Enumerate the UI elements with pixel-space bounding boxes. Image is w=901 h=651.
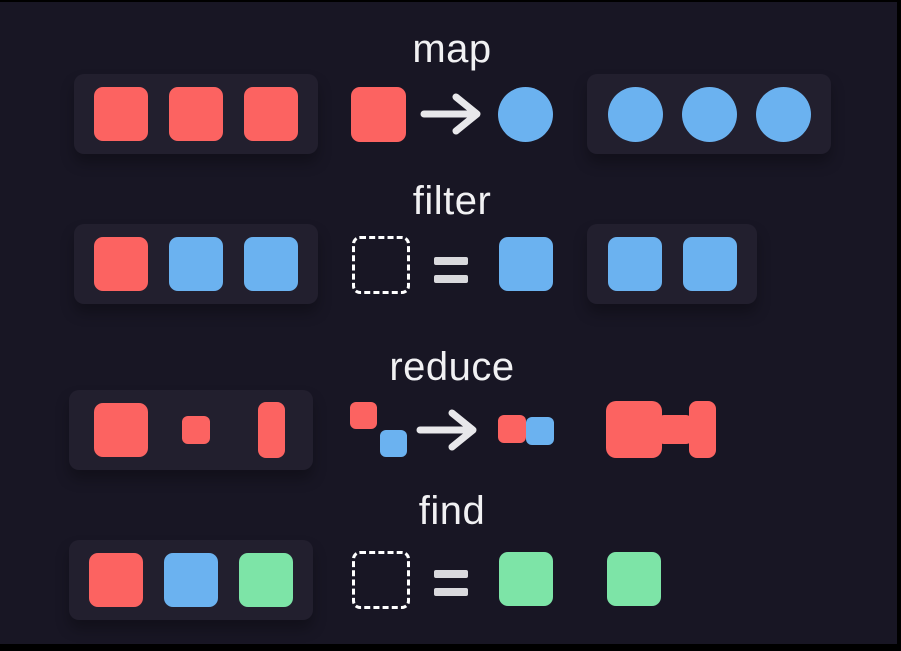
find-title: find (418, 489, 486, 533)
find-empty-slot (352, 551, 410, 609)
reduce-title: reduce (389, 345, 515, 389)
map-input-array (74, 74, 318, 154)
reduce-combined-blue-square (526, 417, 554, 445)
filter-equals-icon (434, 257, 468, 283)
reduce-accumulator-red-square (350, 402, 377, 429)
circle-blue (607, 86, 663, 142)
square-blue (682, 237, 737, 291)
reduce-current-blue-square (380, 430, 407, 457)
map-output-array (587, 74, 831, 154)
square-blue (244, 237, 298, 291)
square-red (94, 237, 148, 291)
filter-title: filter (412, 179, 492, 223)
square-red (244, 87, 298, 141)
square-red (169, 87, 223, 141)
square-blue (169, 237, 223, 291)
circle-blue (755, 86, 811, 142)
filter-output-array (587, 224, 757, 304)
square-blue (164, 553, 218, 607)
filter-predicate-blue-square (499, 237, 553, 291)
filter-input-array (74, 224, 318, 304)
square-red (89, 553, 143, 607)
square-red (94, 87, 148, 141)
filter-empty-slot (352, 236, 410, 294)
square-red-sm (182, 416, 210, 444)
reduce-result-tall-block (689, 401, 716, 458)
map-title: map (412, 27, 492, 71)
find-input-array (69, 540, 313, 620)
square-red (94, 403, 148, 457)
square-blue (607, 237, 662, 291)
reduce-result-large-block (606, 401, 662, 458)
square-red-tall (258, 402, 285, 458)
reduce-input-array (69, 390, 313, 470)
map-callback-output-blue-circle (498, 87, 553, 142)
reduce-result-connector-block (658, 415, 692, 444)
map-callback-input-red-square (351, 87, 406, 142)
reduce-arrow-icon (416, 409, 477, 451)
find-equals-icon (434, 570, 468, 596)
reduce-combined-red-square (498, 415, 526, 443)
find-result-green-square (607, 552, 661, 606)
map-arrow-icon (420, 93, 481, 135)
square-green (239, 553, 293, 607)
circle-blue (681, 86, 737, 142)
find-predicate-green-square (499, 552, 553, 606)
